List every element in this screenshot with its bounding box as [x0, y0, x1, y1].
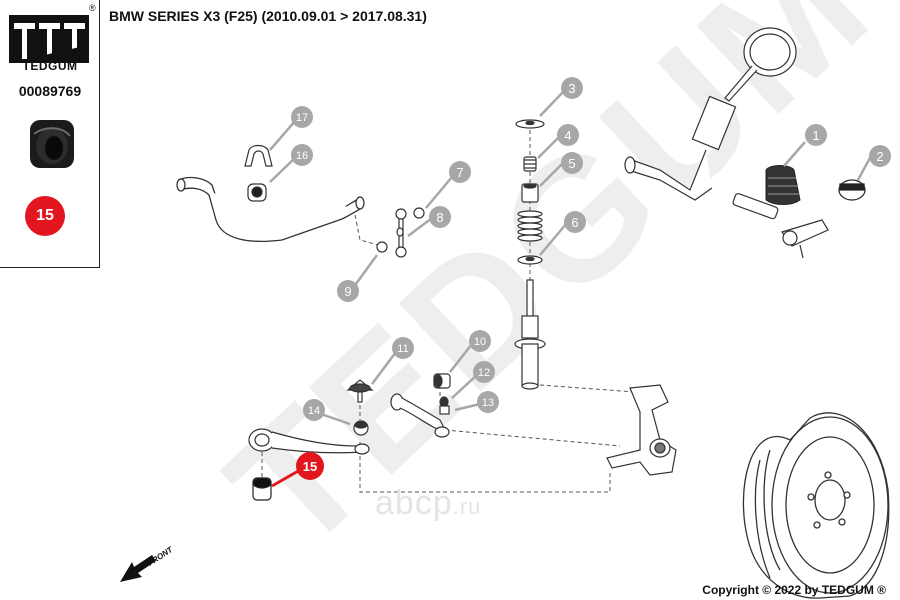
wheel: [742, 412, 890, 599]
callout-15-label: 15: [303, 459, 317, 474]
ball-joint: [439, 396, 450, 415]
callout-7-label: 7: [456, 165, 463, 180]
callout-16[interactable]: 16: [291, 144, 313, 166]
callout-3-label: 3: [568, 81, 575, 96]
selected-part-badge: 15: [25, 196, 65, 236]
callout-2[interactable]: 2: [869, 145, 891, 167]
arm-bushing-14: [353, 420, 369, 436]
steering-boot: [765, 165, 801, 205]
tedgum-logo: [9, 15, 89, 63]
stabilizer-link: [376, 207, 425, 258]
part-photo: [30, 120, 74, 168]
registered-mark: ®: [89, 3, 96, 13]
callout-11[interactable]: 11: [392, 337, 414, 359]
bushing-clamp: [244, 144, 273, 167]
callout-leaders: [269, 91, 873, 426]
watermark-main: аbcp: [375, 484, 453, 522]
callout-17-label: 17: [296, 112, 308, 124]
callout-5-label: 5: [568, 156, 575, 171]
front-control-arm: [390, 393, 450, 438]
steering-knuckle: [606, 384, 677, 476]
part-number: 00089769: [18, 83, 82, 99]
callout-17[interactable]: 17: [291, 106, 313, 128]
front-direction-arrow: FRONT: [120, 545, 175, 582]
callout-10-label: 10: [474, 336, 486, 348]
steering-column: [624, 27, 829, 259]
callout-16-label: 16: [296, 150, 308, 162]
brand-name: TEDGUM: [22, 59, 78, 73]
callout-1-label: 1: [812, 128, 819, 143]
callout-7[interactable]: 7: [449, 161, 471, 183]
top-mount: [346, 379, 374, 403]
callout-14[interactable]: 14: [303, 399, 325, 421]
tie-rod-cap: [838, 179, 866, 201]
callout-13[interactable]: 13: [477, 391, 499, 413]
copyright-notice: Copyright © 2022 by TEDGUM ®: [702, 583, 886, 597]
selected-bushing-15: [252, 477, 272, 501]
callout-10[interactable]: 10: [469, 330, 491, 352]
callout-9-label: 9: [344, 284, 351, 299]
coil-spring: [517, 210, 543, 242]
callout-14-label: 14: [308, 405, 320, 417]
callout-13-label: 13: [482, 397, 494, 409]
watermark-domain: .ru: [452, 494, 482, 519]
callout-11-label: 11: [397, 343, 408, 355]
stabilizer-bushing: [247, 183, 267, 202]
callout-15-selected[interactable]: 15: [271, 452, 324, 488]
callout-8-label: 8: [436, 210, 443, 225]
part-info-panel: ® TEDGUM 00089769 15: [0, 0, 100, 268]
callout-8[interactable]: 8: [429, 206, 451, 228]
site-watermark: аbcp.ru: [375, 484, 481, 523]
arm-bushing-10: [433, 373, 451, 389]
callout-6[interactable]: 6: [564, 211, 586, 233]
callout-12-label: 12: [478, 367, 490, 379]
callout-1[interactable]: 1: [805, 124, 827, 146]
callout-4-label: 4: [564, 128, 571, 143]
callout-2-label: 2: [876, 149, 883, 164]
callout-4[interactable]: 4: [557, 124, 579, 146]
stabilizer-bar: [176, 176, 365, 243]
callout-6-label: 6: [571, 215, 578, 230]
callout-12[interactable]: 12: [473, 361, 495, 383]
callout-5[interactable]: 5: [561, 152, 583, 174]
rear-control-arm: [248, 428, 370, 455]
callout-9[interactable]: 9: [337, 280, 359, 302]
vehicle-title: BMW SERIES X3 (F25) (2010.09.01 > 2017.0…: [109, 8, 427, 24]
callout-3[interactable]: 3: [561, 77, 583, 99]
strut-assembly: [514, 119, 546, 390]
